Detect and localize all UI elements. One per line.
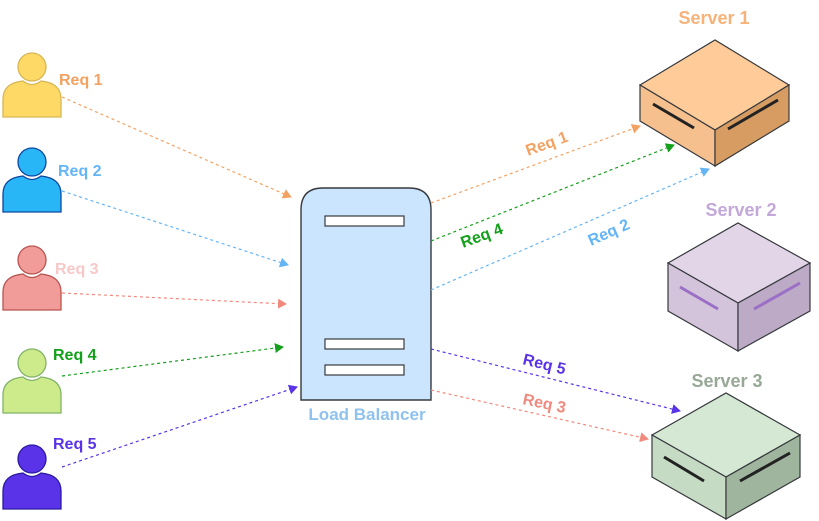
server-1-name: Server 1 [678,8,749,28]
user-2-label: Req 2 [58,163,102,180]
user-5-label: Req 5 [53,436,97,453]
load-balancer-label: Load Balancer [308,405,426,424]
user-4-label: Req 4 [53,347,97,364]
route-label-req2: Req 2 [586,216,633,249]
arrow-user-1-to-lb [61,96,292,199]
route-label-req1: Req 1 [524,129,571,160]
arrow-user-4-to-lb [61,343,284,377]
route-label-req5: Req 5 [521,351,567,378]
user-5 [2,444,62,510]
user-3-label: Req 3 [55,261,99,278]
lb-slot-3 [324,364,405,376]
arrow-lb-to-server-3-req3 [430,389,649,443]
load-balancer [300,187,432,401]
user-2 [2,147,62,213]
lb-slot-2 [324,338,405,350]
server-2-name: Server 2 [705,200,776,220]
arrow-lb-to-server-1-req2 [430,167,710,291]
arrow-user-2-to-lb [61,190,289,268]
arrow-lb-to-server-3-req5 [430,348,681,414]
arrow-user-3-to-lb [61,292,287,309]
lb-slot-1 [324,215,405,227]
route-label-req4: Req 4 [459,221,506,252]
user-4 [2,348,62,414]
server-2 [666,222,812,353]
server-3 [650,392,802,521]
route-label-req3: Req 3 [521,391,567,417]
user-1-label: Req 1 [59,72,103,89]
user-1 [2,52,62,118]
arrow-user-5-to-lb [61,384,298,468]
server-1 [638,39,791,168]
user-3 [2,245,62,311]
arrow-lb-to-server-1-req1 [430,124,641,204]
arrow-lb-to-server-1-req4 [430,143,675,242]
server-3-name: Server 3 [691,371,762,391]
